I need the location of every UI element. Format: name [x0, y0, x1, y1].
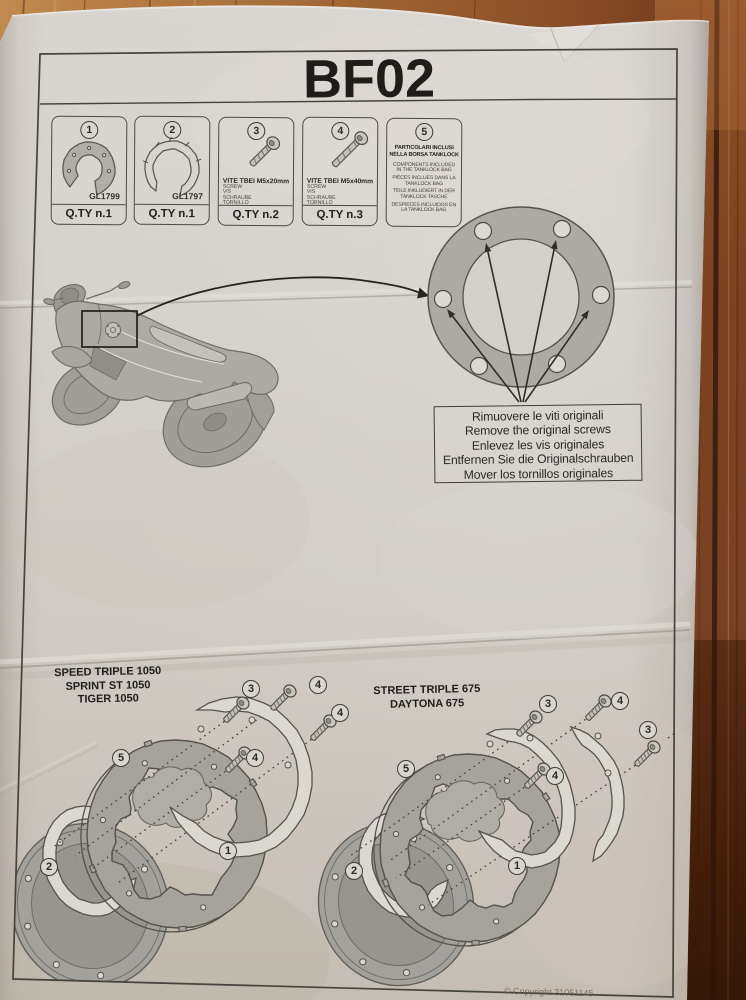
component-1-code: GL1799: [89, 191, 120, 202]
component-4-translations: SCREW VIS SCHRAUBE TORNILLO: [307, 184, 336, 207]
part-marker-3: 3: [639, 721, 657, 739]
part-marker-1: 1: [508, 857, 526, 875]
part-marker-5: 5: [112, 749, 130, 767]
component-1-qty: Q.TY n.1: [51, 203, 126, 225]
component-2-code: GL1797: [172, 191, 203, 202]
part-marker-2: 2: [345, 862, 363, 880]
translation-line: COMPONENTS INCLUDED IN THE TANKLOCK BAG: [393, 161, 456, 174]
component-5-title: PARTICOLARI INCLUSI NELLA BORSA TANKLOCK: [389, 144, 459, 158]
page-frame: [12, 48, 678, 998]
part-marker-4: 4: [611, 692, 629, 710]
ring-gl1799-icon: [62, 141, 116, 197]
component-5-translations: COMPONENTS INCLUDED IN THE TANKLOCK BAG …: [390, 161, 458, 216]
part-marker-4: 4: [546, 767, 564, 785]
printed-artwork: [13, 206, 677, 990]
flange-ring-figure: [427, 206, 615, 403]
part-marker-4: 4: [331, 704, 349, 722]
component-3-translations: SCREW VIS SCHRAUBE TORNILLO: [223, 184, 252, 207]
part-marker-1: 1: [219, 842, 237, 860]
flange-part: [373, 753, 561, 947]
part-marker-5: 5: [397, 760, 415, 778]
component-box-2: 2 GL1797 Q.TY n.1: [133, 115, 211, 226]
page-title: BF02: [302, 48, 436, 110]
screw-m5x20-icon: [249, 136, 281, 167]
diagram-speed-triple: [13, 684, 337, 990]
component-3-qty: Q.TY n.2: [218, 204, 293, 226]
screw-m5x40-icon: [331, 131, 369, 168]
component-2-qty: Q.TY n.1: [134, 203, 209, 225]
translation-line: PIÈCES INCLUES DANS LA TANKLOCK BAG: [392, 174, 456, 187]
part-marker-4: 4: [246, 749, 264, 767]
component-5-number: 5: [415, 122, 434, 142]
part-marker-3: 3: [539, 695, 557, 713]
translation-line: TEILE INKLUDIERT IN DER TANKLOCK TASCHE: [392, 188, 455, 200]
motorcycle-figure: [43, 276, 429, 468]
title-underline: [39, 98, 677, 105]
translation-line: DESPIECES INCLUIDOS EN LA TANKLOCK BAG: [391, 201, 457, 214]
part-marker-4: 4: [309, 676, 327, 694]
component-box-3: 3 VITE TBEI M5x20mm SCREW VIS SCHRAUBE T…: [217, 116, 295, 227]
models-label-left: SPEED TRIPLE 1050 SPRINT ST 1050 TIGER 1…: [38, 665, 179, 708]
component-box-5: 5 PARTICOLARI INCLUSI NELLA BORSA TANKLO…: [385, 117, 463, 228]
models-label-right: STREET TRIPLE 675 DAYTONA 675: [357, 683, 498, 713]
remove-screws-note: Rimuovere le viti originali Remove the o…: [433, 403, 643, 484]
component-box-4: 4 VITE TBEI M5x40mm SCREW VIS SCHRAUBE T…: [301, 116, 379, 227]
part-marker-3: 3: [242, 680, 260, 698]
ring-gl1797-icon: [142, 136, 202, 198]
flange-part: [80, 739, 268, 933]
part-marker-2: 2: [40, 858, 58, 876]
component-4-qty: Q.TY n.3: [302, 204, 377, 226]
diagram-street-triple: [317, 694, 677, 987]
note-line: Mover los tornillos originales: [463, 465, 614, 482]
component-box-1: 1 GL1799 Q.TY n.1: [50, 115, 128, 226]
note-line: Remove the original screws: [464, 422, 611, 439]
